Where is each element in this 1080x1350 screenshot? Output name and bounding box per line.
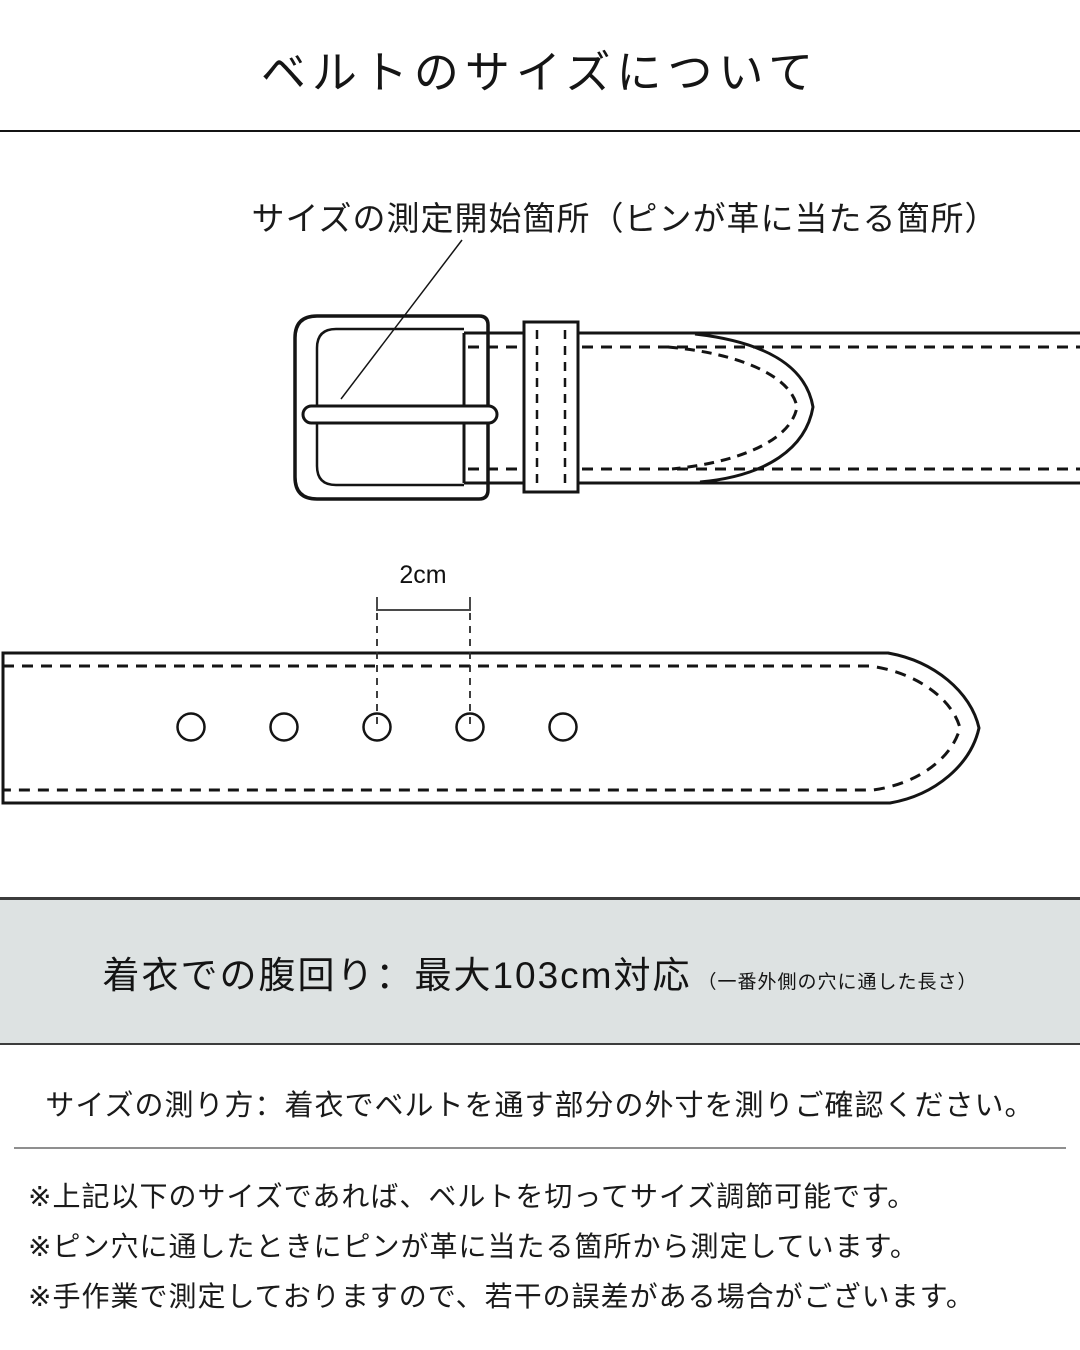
belt-stitching (3, 664, 962, 792)
how-to-measure-text: サイズの測り方：着衣でベルトを通す部分の外寸を測りご確認ください。 (45, 1090, 1035, 1122)
footnote-2: ※ピン穴に通したときにピンが革に当たる箇所から測定しています。 (28, 1231, 919, 1262)
keeper-stitching (535, 330, 567, 485)
footnote-1: ※上記以下のサイズであれば、ベルトを切ってサイズ調節可能です。 (28, 1181, 917, 1212)
belt-diagrams: 2cm (1, 239, 1080, 805)
belt-buckle-diagram (293, 239, 1080, 501)
belt-outline (1, 651, 981, 805)
hole-spacing-label: 2cm (399, 561, 446, 589)
belt-hole-5 (548, 712, 578, 742)
notes-divider (14, 1147, 1066, 1149)
belt-hole-2 (269, 712, 299, 742)
footnotes: ※上記以下のサイズであれば、ベルトを切ってサイズ調節可能です。 ※ピン穴に通した… (28, 1172, 1060, 1322)
belt-tip-outline (694, 332, 815, 484)
belt-tip-stitching (667, 345, 799, 471)
label-pointer-line (340, 239, 463, 400)
max-size-banner: 着衣での腹回り：最大103cm対応 （一番外側の穴に通した長さ） (0, 897, 1080, 1045)
belt-holes-diagram: 2cm (1, 561, 981, 805)
hole-guide-lines (376, 613, 471, 728)
buckle-frame-outer (293, 314, 490, 501)
belt-hole-3 (362, 712, 392, 742)
page-title: ベルトのサイズについて (260, 47, 820, 98)
measurement-bracket (376, 597, 471, 611)
max-size-subtext: （一番外側の穴に通した長さ） (697, 971, 978, 993)
max-size-text: 着衣での腹回り：最大103cm対応 (102, 954, 692, 996)
buckle-pin (301, 404, 499, 425)
title-divider (0, 130, 1080, 132)
belt-keeper (522, 320, 580, 494)
footnote-3: ※手作業で測定しておりますので、若干の誤差がある場合がございます。 (28, 1281, 975, 1312)
belt-hole-4 (455, 712, 485, 742)
belt-hole-1 (176, 712, 206, 742)
measurement-start-label: サイズの測定開始箇所（ピンが革に当たる箇所） (251, 200, 999, 237)
